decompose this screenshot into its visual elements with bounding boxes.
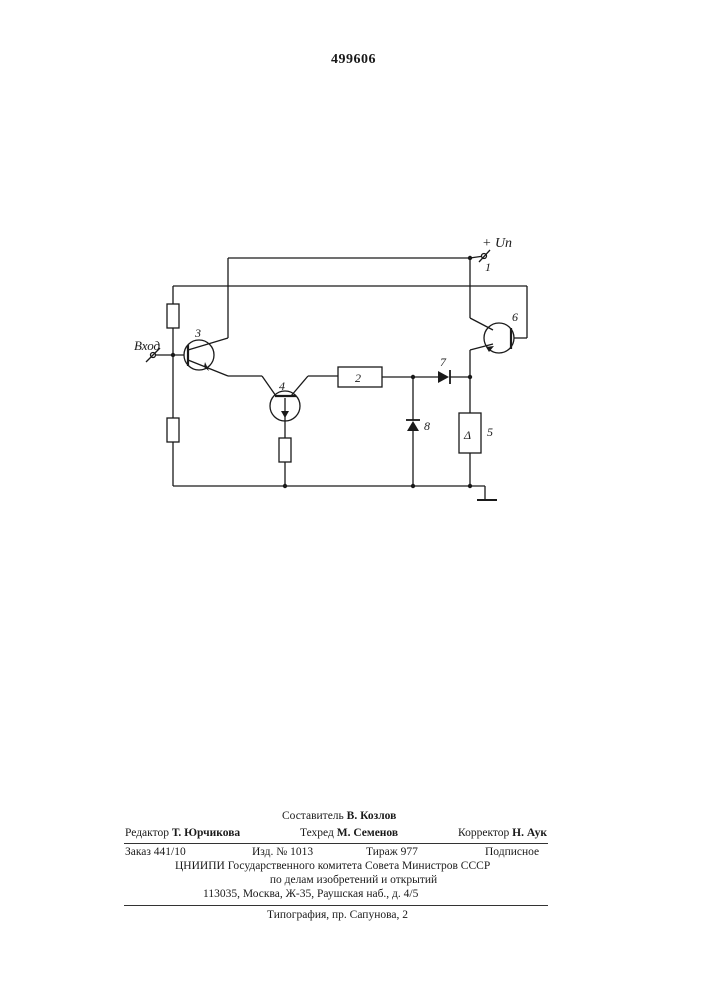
footer-divider-top	[124, 843, 548, 844]
component-label-6: 6	[512, 310, 518, 324]
printer-line: Типография, пр. Сапунова, 2	[267, 909, 408, 921]
edition-number: Изд. № 1013	[252, 846, 313, 858]
subscription-note: Подписное	[485, 846, 539, 858]
org-line-2: по делам изобретений и открытий	[0, 874, 707, 886]
editor-line: Редактор Т. Юрчикова	[125, 827, 240, 839]
emitter-resistor-4	[279, 438, 291, 462]
bias-resistor-upper	[167, 304, 179, 328]
corrector-name: Н. Аук	[512, 827, 547, 839]
corrector-label: Корректор	[458, 827, 509, 839]
compiler-name: В. Козлов	[347, 810, 397, 822]
supply-label: + Uп	[482, 236, 512, 251]
editor-name: Т. Юрчикова	[172, 827, 240, 839]
corrector-line: Корректор Н. Аук	[458, 827, 547, 839]
techred-name: М. Семенов	[337, 827, 398, 839]
component-label-5: 5	[487, 425, 493, 439]
component-label-1: 1	[485, 260, 491, 274]
component-label-3: 3	[194, 326, 201, 340]
footer-divider-bottom	[124, 905, 548, 906]
org-address: 113035, Москва, Ж-35, Раушская наб., д. …	[203, 888, 418, 900]
component-label-8: 8	[424, 419, 430, 433]
print-run: Тираж 977	[366, 846, 418, 858]
diode-8	[407, 421, 419, 431]
component-label-7: 7	[440, 355, 447, 369]
compiler-line: Составитель В. Козлов	[282, 810, 396, 822]
bias-resistor-lower	[167, 418, 179, 442]
techred-line: Техред М. Семенов	[300, 827, 398, 839]
diode-7	[438, 371, 449, 383]
techred-label: Техред	[300, 827, 334, 839]
input-label: Вход	[134, 338, 161, 353]
component-label-4: 4	[279, 379, 285, 393]
editor-label: Редактор	[125, 827, 169, 839]
order-number: Заказ 441/10	[125, 846, 186, 858]
compiler-label: Составитель	[282, 810, 344, 822]
component-label-2: 2	[355, 371, 361, 385]
meter-symbol: Δ	[463, 428, 471, 442]
org-line-1: ЦНИИПИ Государственного комитета Совета …	[175, 860, 490, 872]
